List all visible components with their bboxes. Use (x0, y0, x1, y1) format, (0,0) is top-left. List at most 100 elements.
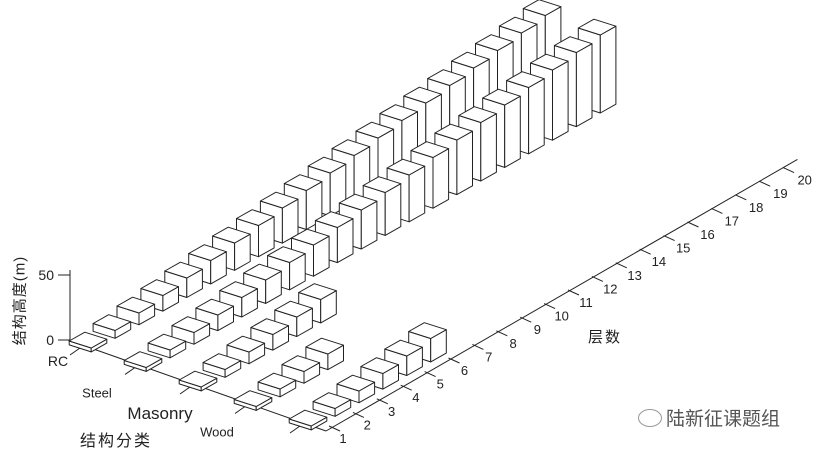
floor-axis-tick (400, 384, 412, 391)
floor-axis-tick (376, 398, 389, 405)
bar-top-face (257, 372, 297, 390)
bar-top-face (171, 316, 211, 333)
bar-top-face (202, 353, 242, 370)
category-tick-label: Masonry (127, 404, 193, 423)
category-tick-label: Steel (82, 386, 112, 401)
bar-top-face (506, 71, 545, 88)
floor-tick-label: 14 (652, 254, 666, 269)
bar-side-face (599, 25, 617, 114)
floor-tick-label: 15 (676, 241, 690, 256)
category-axis-label: 结构分类 (80, 433, 153, 450)
floor-tick-label: 20 (797, 173, 811, 188)
bar-top-face (522, 0, 562, 16)
floor-tick-label: 4 (412, 390, 419, 405)
floor-axis-tick (496, 330, 508, 337)
floor-axis-tick (758, 180, 771, 187)
wechat-icon (638, 409, 662, 427)
bar-top-face (362, 176, 402, 193)
floor-axis-tick (519, 316, 532, 323)
floor-tick-label: 7 (485, 349, 492, 364)
floor-axis-tick (782, 167, 795, 174)
bar-side-face (408, 165, 426, 223)
floor-tick-label: 2 (364, 417, 371, 432)
bar-side-face (504, 95, 521, 168)
bar-top-face (219, 281, 258, 298)
bar-top-face (331, 139, 371, 156)
bar-top-face (408, 322, 447, 339)
floor-axis-tick (687, 221, 699, 228)
floor-tick-label: 11 (579, 295, 593, 310)
bar-top-face (451, 51, 490, 69)
bar-top-face (178, 370, 218, 388)
bar-top-face (355, 121, 395, 139)
bar-top-face (291, 228, 330, 246)
bar-side-face (575, 43, 593, 128)
floor-tick-label: 9 (534, 322, 541, 337)
floor-tick-label: 6 (461, 363, 468, 378)
bar-top-face (410, 141, 450, 158)
floor-axis-tick (328, 425, 341, 432)
bar-top-face (233, 390, 273, 407)
bar-top-face (164, 261, 203, 279)
bar-top-face (482, 88, 521, 106)
bar-top-face (212, 226, 251, 244)
bar-top-face (386, 158, 426, 176)
floor-axis-tick (448, 357, 460, 364)
bar-side-face (456, 130, 473, 196)
bar-top-face (250, 318, 289, 335)
bar-top-face (314, 211, 354, 228)
bar-top-face (305, 337, 344, 355)
category-axis-tick (69, 347, 81, 356)
bar-side-face (432, 148, 450, 209)
bar-top-face (336, 374, 376, 392)
watermark-text: 陆新征课题组 (666, 409, 781, 430)
bar-top-face (259, 191, 299, 209)
bar-top-face (379, 104, 418, 121)
category-axis-tick (234, 406, 246, 414)
floor-axis-tick (591, 275, 604, 282)
bar-top-face (427, 69, 466, 86)
bar-top-face (274, 300, 313, 318)
bar-top-face (140, 279, 179, 296)
floor-tick-label: 19 (773, 186, 787, 201)
bar-top-face (458, 106, 497, 123)
floor-axis-tick (711, 207, 723, 214)
bar-top-face (68, 331, 108, 349)
floor-axis-tick (543, 303, 556, 310)
floor-axis-tick (352, 411, 365, 418)
z-tick-label: 0 (46, 332, 54, 348)
category-tick-label: Wood (200, 425, 234, 440)
bar-top-face (403, 86, 442, 104)
bar-side-face (552, 60, 569, 141)
floor-axis-tick (567, 289, 580, 296)
bar-top-face (147, 333, 187, 351)
floor-axis-tick (615, 262, 628, 269)
category-axis-tick (289, 425, 301, 434)
category-tick-label: RC (48, 353, 68, 369)
floor-tick-label: 17 (725, 213, 739, 228)
bar-top-face (360, 357, 399, 374)
floor-axis-label: 层数 (588, 329, 623, 346)
bar-top-face (577, 18, 617, 36)
z-tick-label: 50 (38, 267, 54, 283)
z-axis-label: 结构高度(m) (11, 255, 29, 346)
bar-top-face (92, 314, 132, 331)
bar-top-face (288, 409, 328, 427)
bar-top-face (243, 263, 282, 281)
floor-axis-tick (639, 248, 651, 255)
floor-tick-label: 8 (509, 336, 516, 351)
bar-top-face (226, 335, 266, 353)
bar-top-face (298, 283, 337, 300)
bar-top-face (236, 209, 275, 226)
floor-axis-line (325, 159, 798, 432)
bar-top-face (434, 123, 473, 141)
bar-top-face (384, 339, 423, 357)
bar-top-face (281, 355, 321, 372)
floor-tick-label: 18 (749, 200, 763, 215)
bar-side-face (480, 113, 497, 182)
bar-top-face (498, 16, 538, 34)
bar-top-face (553, 36, 593, 53)
bar-top-face (195, 298, 234, 316)
bar-top-face (475, 34, 514, 51)
